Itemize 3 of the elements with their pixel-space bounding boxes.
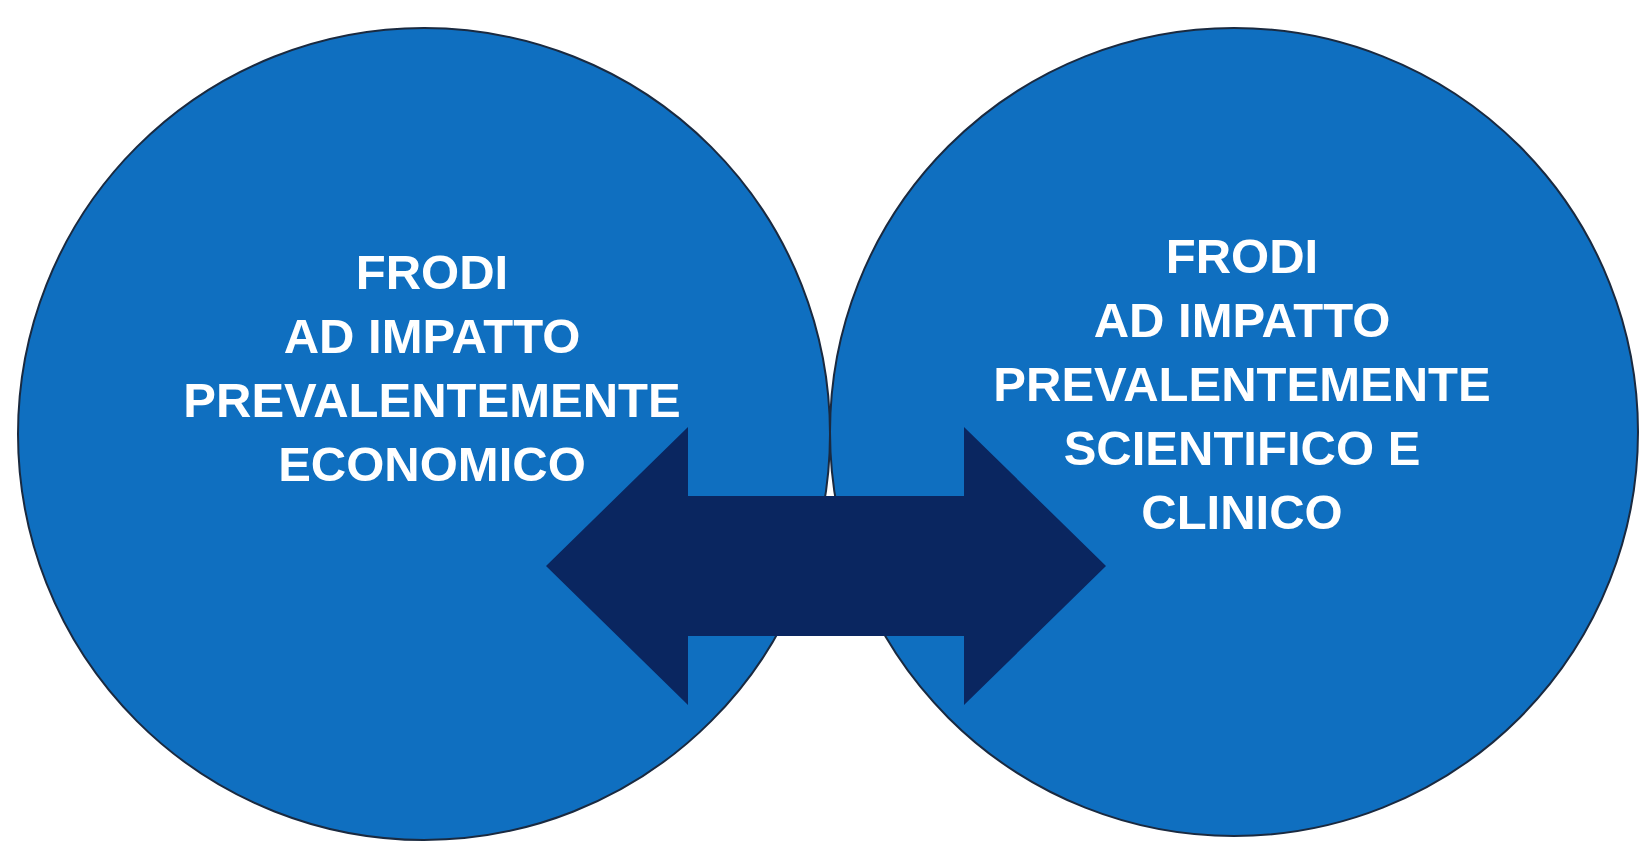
node-text: FRODI AD IMPATTO PREVALENTEMENTE ECONOMICO (182, 244, 682, 493)
node-text: FRODI AD IMPATTO PREVALENTEMENTE SCIENTIFICO E CLINICO (992, 228, 1492, 541)
double-arrow (546, 427, 1106, 705)
